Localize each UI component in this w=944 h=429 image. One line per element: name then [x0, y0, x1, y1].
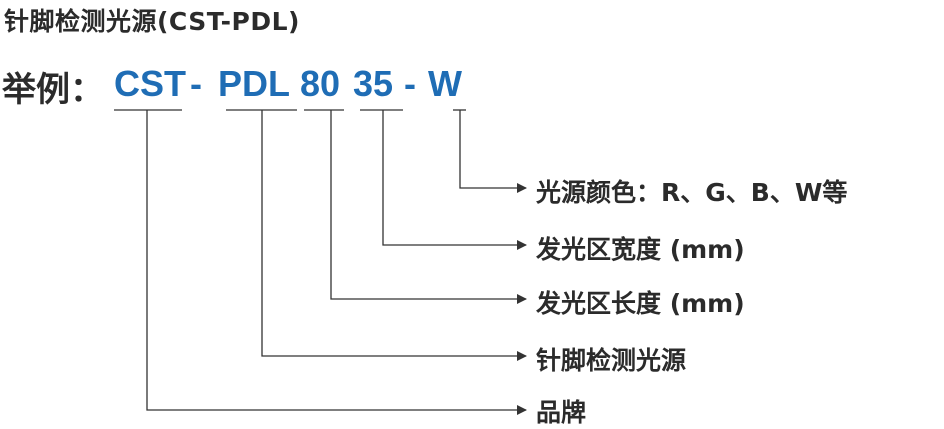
code-brand: CST — [114, 63, 186, 104]
connector-color — [459, 110, 527, 193]
code-color: W — [428, 63, 462, 104]
connector-length — [330, 110, 527, 304]
desc-width: 发光区宽度 (mm) — [536, 235, 745, 264]
connector-series — [261, 110, 527, 361]
code-length: 80 — [300, 63, 341, 104]
desc-color: 光源颜色：R、G、B、W等 — [536, 178, 848, 207]
desc-series: 针脚检测光源 — [536, 346, 687, 375]
code-separator-2: - — [404, 63, 416, 104]
code-separator-1: - — [190, 63, 202, 104]
page-title: 针脚检测光源(CST-PDL) — [4, 7, 300, 36]
desc-brand: 品牌 — [536, 398, 587, 427]
code-series: PDL — [218, 63, 290, 104]
connector-width — [382, 110, 527, 250]
connector-brand — [146, 110, 527, 415]
connector-lines — [114, 109, 527, 415]
example-label: 举例： — [2, 70, 104, 110]
desc-length: 发光区长度 (mm) — [536, 289, 745, 318]
code-width: 35 — [353, 63, 394, 104]
